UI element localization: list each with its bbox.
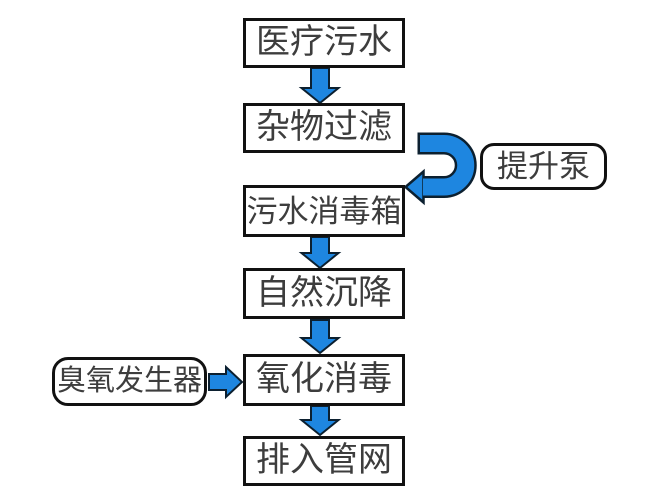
node-debris-filtering: 杂物过滤 (243, 103, 405, 153)
arrow-down-2-icon (298, 236, 342, 270)
node-ozone-generator: 臭氧发生器 (52, 357, 207, 406)
node-discharge-to-pipe-network: 排入管网 (243, 436, 405, 486)
node-medical-sewage: 医疗污水 (243, 18, 405, 68)
node-lift-pump: 提升泵 (480, 143, 607, 190)
arrow-right-icon (208, 364, 244, 400)
arrow-uturn-head-icon (403, 168, 425, 206)
node-sewage-disinfection-tank: 污水消毒箱 (243, 185, 405, 237)
arrow-uturn-body-icon (420, 135, 475, 196)
node-oxidation-disinfection: 氧化消毒 (243, 354, 405, 406)
arrow-down-1-icon (298, 67, 342, 105)
arrow-down-3-icon (298, 319, 342, 355)
arrow-down-4-icon (298, 405, 342, 437)
node-natural-sedimentation: 自然沉降 (243, 268, 405, 319)
